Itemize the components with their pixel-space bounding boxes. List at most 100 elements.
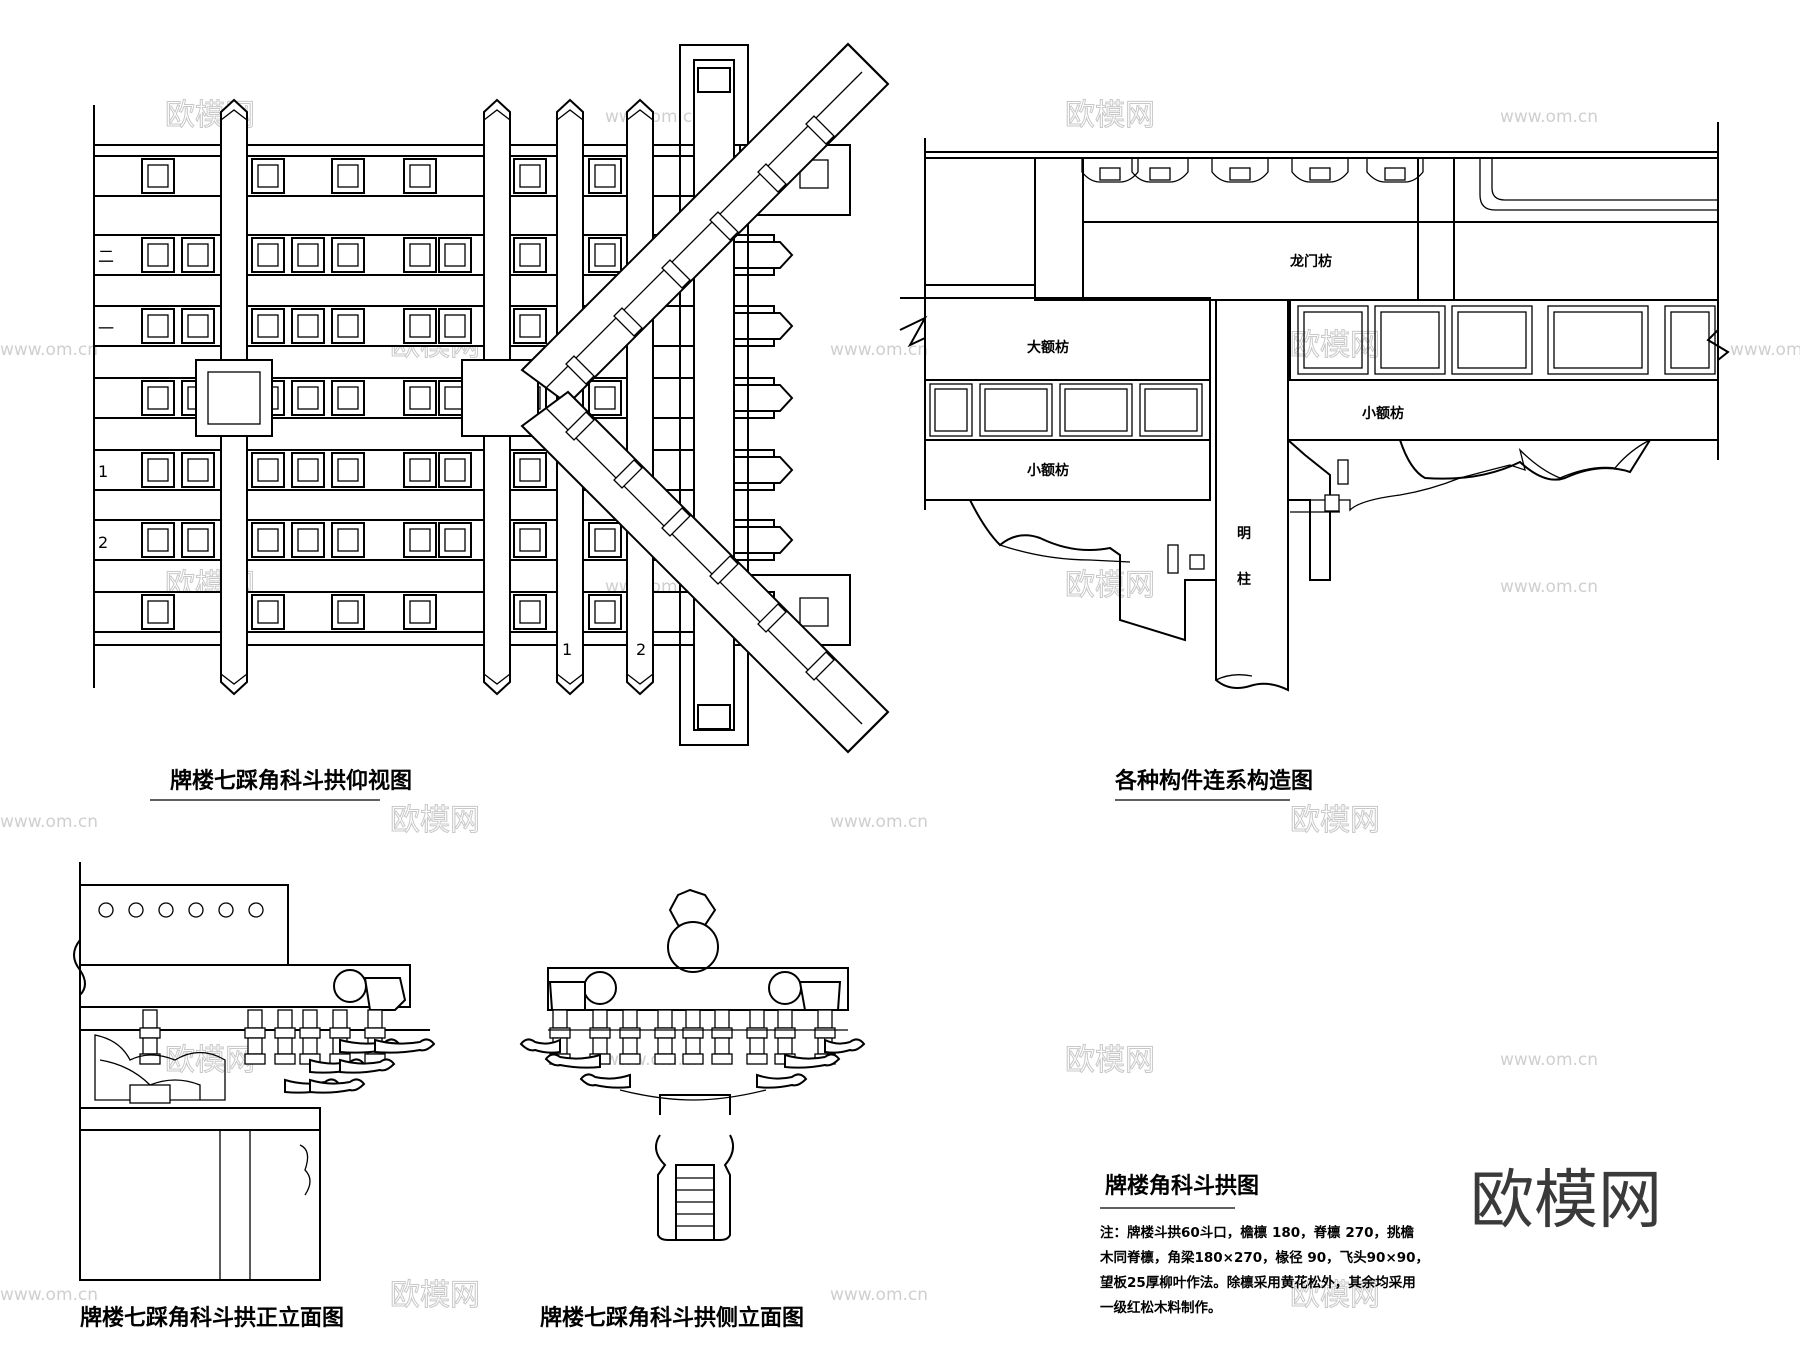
dou-block	[403, 452, 437, 488]
bracket-post	[714, 1009, 730, 1029]
dou-block	[331, 158, 365, 194]
break-symbol	[899, 315, 928, 348]
dou-block-inner	[337, 164, 359, 188]
dou-block	[181, 452, 215, 488]
panel-row-top	[1297, 305, 1716, 375]
note-line: 木同脊檩，角梁180×270，椽径 90，飞头90×90，	[1099, 1249, 1429, 1266]
dou-block-inner	[337, 528, 359, 552]
dou-block-inner	[297, 314, 319, 338]
diagonal-dou-block	[805, 115, 835, 145]
dou-block	[513, 452, 547, 488]
dou-block-inner	[337, 243, 359, 267]
watermark-url: www.om.cn	[1500, 577, 1598, 597]
panel-inner	[1380, 311, 1440, 369]
dou-block	[181, 522, 215, 558]
column-head	[655, 1134, 735, 1241]
watermark-url: www.om.cn	[830, 1285, 928, 1305]
bracket-post	[685, 1037, 701, 1055]
dou-block-inner	[147, 528, 169, 552]
bracket-dou	[1384, 167, 1406, 181]
dou-block	[588, 380, 622, 416]
watermark-text: 欧模网	[1290, 1278, 1380, 1313]
dou-block-inner	[297, 528, 319, 552]
dougong-bracket-group	[519, 971, 866, 1101]
dou-block	[403, 522, 437, 558]
ming-column-label: 明	[1237, 526, 1251, 542]
dou-block	[438, 308, 472, 344]
beam-tip-line	[626, 109, 654, 121]
drawing-title: 牌楼七踩角科斗拱侧立面图	[540, 1305, 804, 1331]
diagonal-dou-block	[661, 259, 691, 289]
dou-block	[331, 380, 365, 416]
bracket-post	[685, 1009, 701, 1029]
panel	[1547, 305, 1649, 375]
dou-block-inner	[444, 243, 466, 267]
corner-post-outline	[679, 44, 749, 746]
bracket-top	[1081, 158, 1139, 183]
nail-hole	[248, 902, 264, 918]
big-e-label: 大额枋	[1027, 339, 1069, 356]
panel	[1059, 383, 1133, 437]
iron-clamp	[1167, 544, 1179, 574]
panel-inner	[1553, 311, 1643, 369]
column-mark: 1	[562, 640, 572, 659]
diagonal-dou-block	[565, 355, 595, 385]
bracket-post	[142, 1037, 158, 1055]
dou-block-inner	[519, 164, 541, 188]
dou-block-inner	[594, 164, 616, 188]
beast-head	[363, 977, 407, 1011]
dou-block	[251, 158, 285, 194]
bracket-dou	[299, 1027, 321, 1039]
panel-inner	[1144, 388, 1198, 432]
dou-block	[513, 522, 547, 558]
bracket-arm	[579, 1073, 631, 1089]
dou-block	[141, 522, 175, 558]
row-mark: 1	[98, 462, 108, 481]
main-dou-inner	[207, 371, 261, 425]
diagonal-dou-block	[613, 307, 643, 337]
small-e-beam-right	[1287, 379, 1719, 441]
dou-block-inner	[257, 314, 279, 338]
dou-block-inner	[187, 458, 209, 482]
dou-block	[251, 308, 285, 344]
beam-tip-line	[220, 673, 248, 685]
connection-detail-drawing: 龙门枋 大额枋 明 柱 小额枋 小额枋 各种构件连系构造图	[899, 122, 1730, 801]
right-panel-inner	[1491, 158, 1718, 201]
panel-inner	[1303, 311, 1363, 369]
dou-block	[251, 237, 285, 273]
dou-block-inner	[147, 314, 169, 338]
dou-block-inner	[409, 386, 431, 410]
watermark-url: www.om.cn	[1500, 1050, 1598, 1070]
bracket-dou	[682, 1053, 704, 1065]
dou-block	[141, 308, 175, 344]
dou-block	[331, 522, 365, 558]
diagonal-dou-block	[565, 411, 595, 441]
dou-block	[331, 594, 365, 630]
iron-clamp	[1189, 554, 1205, 570]
dou-block	[291, 380, 325, 416]
bracket-post	[302, 1009, 318, 1029]
dou-block-inner	[297, 458, 319, 482]
dou-block	[799, 597, 829, 627]
bracket-arm	[784, 1053, 841, 1069]
dou-block	[513, 308, 547, 344]
dou-block	[331, 452, 365, 488]
bracket-post	[749, 1037, 765, 1055]
dou-block	[697, 67, 731, 93]
watermark-url: www.om.cn	[0, 812, 98, 832]
dou-block	[331, 308, 365, 344]
front-elevation-drawing: 牌楼七踩角科斗拱正立面图	[73, 862, 436, 1331]
watermark-text: 欧模网	[390, 803, 480, 838]
dou-block	[251, 522, 285, 558]
watermark-url: www.om.cn	[1730, 340, 1800, 360]
bracket-top-group	[1081, 158, 1424, 183]
watermark-url: www.om.cn	[830, 812, 928, 832]
finial-ball	[667, 921, 719, 973]
bracket-arm	[824, 1038, 866, 1054]
dou-block-inner	[147, 386, 169, 410]
dou-block	[403, 308, 437, 344]
diagonal-dou-block	[709, 555, 739, 585]
main-title: 牌楼角科斗拱图	[1105, 1173, 1259, 1199]
dou-block-inner	[337, 386, 359, 410]
bracket-post	[592, 1037, 608, 1055]
